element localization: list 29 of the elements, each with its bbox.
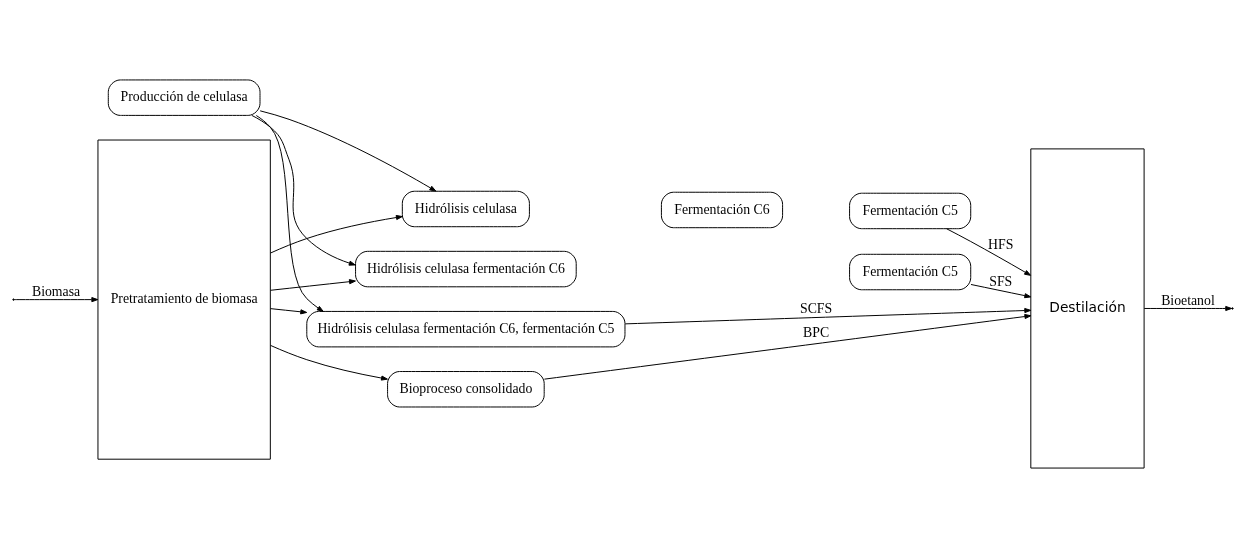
- node-box: Hidrólisis celulasa fermentación C6, fermentación C5: [306, 310, 626, 347]
- arrow: [259, 109, 437, 192]
- edge-label: BPC: [803, 324, 830, 340]
- node-box: Fermentación C6: [660, 191, 784, 228]
- arrow: [946, 227, 1032, 276]
- edge-label: SFS: [989, 273, 1013, 289]
- arrow: [270, 278, 356, 291]
- arrow: [543, 313, 1032, 380]
- node-box: Hidrólisis celulasa: [401, 190, 530, 227]
- node-box: Pretratamiento de biomasa: [97, 139, 271, 460]
- node-box: Destilación: [1030, 147, 1145, 469]
- edge-label: SCFS: [799, 300, 833, 316]
- node-box: Producción de celulasa: [107, 78, 261, 116]
- node-box: Fermentación C5: [849, 192, 972, 229]
- arrow: [255, 114, 324, 312]
- arrow: [270, 214, 403, 253]
- edge-label: HFS: [988, 236, 1014, 252]
- node-box: Bioproceso consolidado: [387, 370, 545, 407]
- arrow: [270, 307, 308, 314]
- arrow: [270, 344, 388, 381]
- arrow: [1143, 305, 1233, 311]
- arrow: [624, 307, 1032, 324]
- node-box: Fermentación C5: [849, 253, 972, 290]
- arrow: [13, 296, 99, 302]
- arrow: [970, 283, 1032, 298]
- node-box: Hidrólisis celulasa fermentación C6: [355, 250, 577, 287]
- arrow: [251, 114, 356, 266]
- edge-label: Biomasa: [31, 283, 81, 299]
- edge-label: Bioetanol: [1161, 292, 1215, 308]
